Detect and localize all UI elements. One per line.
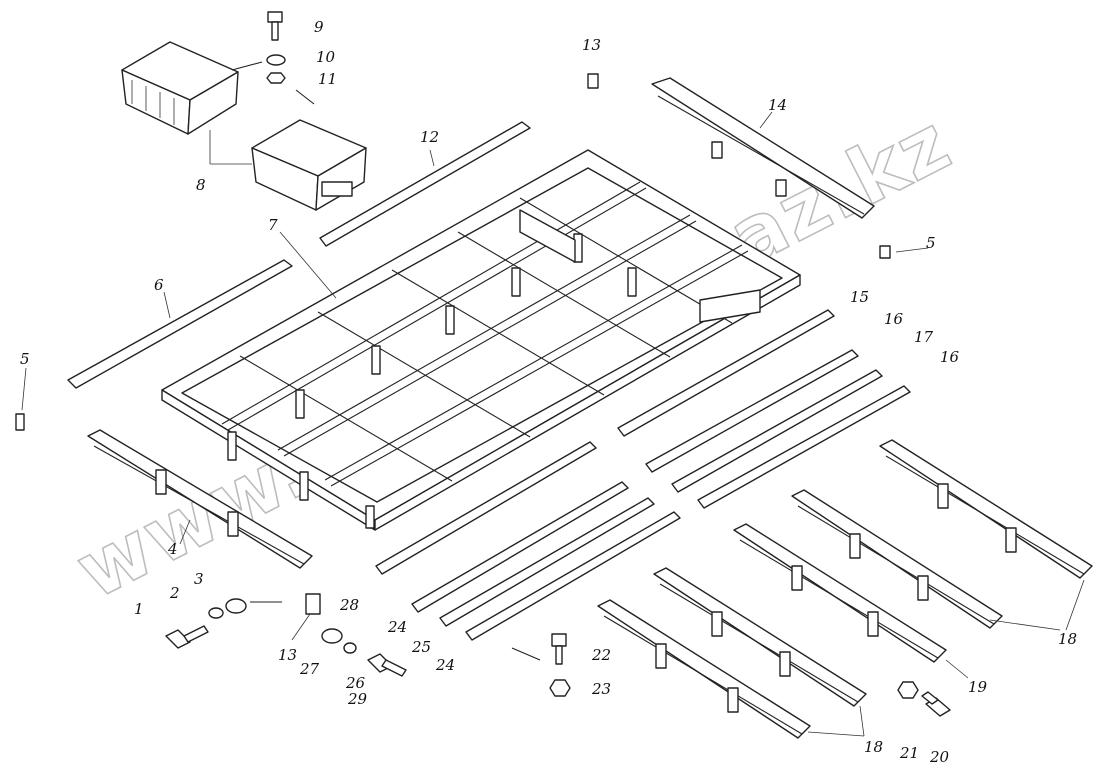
rail-15 xyxy=(617,309,835,437)
nut-23 xyxy=(549,679,571,697)
callouts: 1 2 3 4 5 5 6 7 8 9 10 11 12 13 13 14 15… xyxy=(20,18,1077,766)
washer-3 xyxy=(225,598,247,614)
callout-2: 2 xyxy=(169,584,180,602)
nut-21 xyxy=(897,681,919,699)
callout-9: 9 xyxy=(314,18,324,36)
rail-16-left xyxy=(645,349,859,473)
clip-5-left xyxy=(15,413,25,431)
washer-27 xyxy=(321,628,343,644)
callout-1: 1 xyxy=(134,600,144,618)
callout-12: 12 xyxy=(420,128,439,146)
side-rail-6 xyxy=(67,259,293,389)
callout-19: 19 xyxy=(968,678,988,696)
callout-11: 11 xyxy=(318,70,337,88)
bolt-22 xyxy=(551,633,567,665)
callout-14: 14 xyxy=(768,96,787,114)
leader-lines xyxy=(21,61,1085,737)
callout-6: 6 xyxy=(154,276,164,294)
nut-11 xyxy=(266,72,286,84)
tool-box-right xyxy=(251,119,367,211)
callout-21: 21 xyxy=(899,744,919,762)
washer-10 xyxy=(266,54,286,66)
callout-4: 4 xyxy=(167,540,178,558)
cross-beam-18-left xyxy=(597,599,811,739)
callout-7: 7 xyxy=(268,216,278,234)
callout-24-right: 24 xyxy=(435,656,455,674)
rail-25 xyxy=(439,497,655,627)
callout-13-top: 13 xyxy=(582,36,601,54)
clip-13-bottom xyxy=(305,593,321,615)
rail-24-right xyxy=(465,511,681,641)
callout-17: 17 xyxy=(914,328,934,346)
side-rail-12 xyxy=(319,121,531,247)
callout-16-right: 16 xyxy=(940,348,960,366)
callout-5-left: 5 xyxy=(20,350,30,368)
callout-26: 26 xyxy=(345,674,366,692)
callout-23: 23 xyxy=(591,680,611,698)
callout-18-right: 18 xyxy=(1058,630,1077,648)
bolt-20 xyxy=(921,691,951,717)
callout-27: 27 xyxy=(299,660,320,678)
cross-beam-19 xyxy=(733,523,947,663)
bolt-9 xyxy=(267,11,283,41)
cross-beam-18-right xyxy=(879,439,1093,579)
callout-18-bottom: 18 xyxy=(864,738,883,756)
rail-24-left xyxy=(411,481,629,613)
bolt-29 xyxy=(367,653,407,677)
callout-5-right: 5 xyxy=(926,234,936,252)
rail-16-right xyxy=(697,385,911,509)
callout-24-left: 24 xyxy=(387,618,407,636)
callout-3: 3 xyxy=(194,570,204,588)
callout-10: 10 xyxy=(316,48,336,66)
callout-13-bottom: 13 xyxy=(278,646,297,664)
rail-28 xyxy=(375,441,597,575)
rail-17 xyxy=(671,369,883,493)
callout-28: 28 xyxy=(339,596,359,614)
lock-washer-2 xyxy=(208,607,224,619)
callout-22: 22 xyxy=(591,646,611,664)
callout-15: 15 xyxy=(850,288,869,306)
cross-beam-18-mid xyxy=(791,489,1003,629)
clip-13-top xyxy=(587,73,599,89)
callout-20: 20 xyxy=(929,748,950,766)
platform-frame xyxy=(161,149,801,531)
callout-29: 29 xyxy=(347,690,368,708)
cross-beam-18-front xyxy=(653,567,867,707)
callout-8: 8 xyxy=(196,176,206,194)
callout-16-left: 16 xyxy=(884,310,904,328)
clip-5-right xyxy=(879,245,891,259)
bolt-1 xyxy=(165,625,209,649)
callout-25: 25 xyxy=(411,638,431,656)
lock-washer-26 xyxy=(343,642,357,654)
tool-box-left xyxy=(121,41,239,135)
